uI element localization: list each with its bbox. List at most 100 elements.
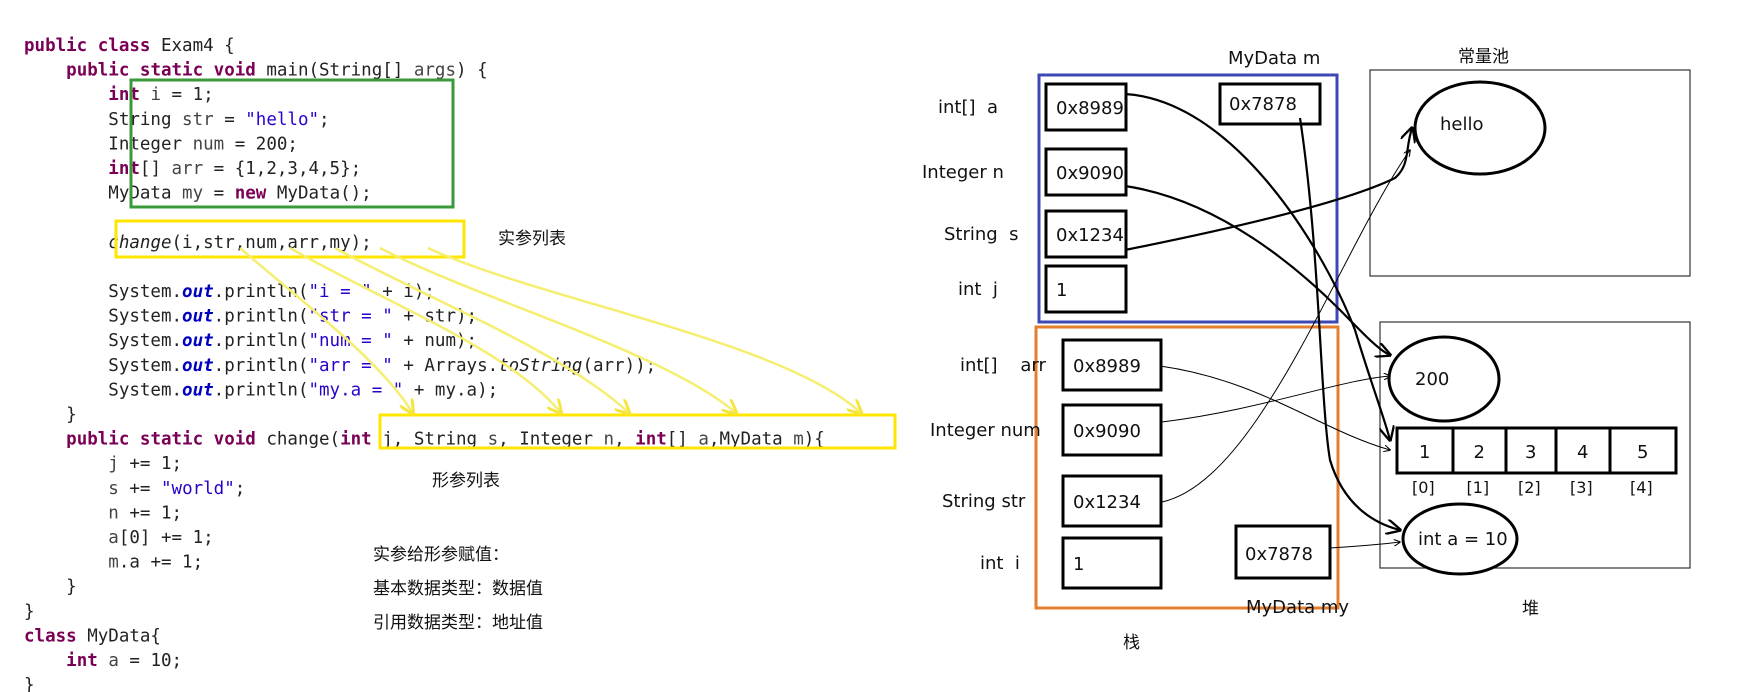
code-token: int	[108, 159, 140, 179]
code-token: out	[182, 282, 214, 302]
code-token	[24, 430, 66, 450]
hello-string-value: hello	[1440, 114, 1484, 135]
code-token: =	[203, 184, 235, 204]
code-token: int	[635, 430, 667, 450]
code-line: }	[24, 602, 35, 622]
code-token: System.	[24, 307, 182, 327]
ref-arr-to-array	[1159, 365, 1390, 450]
stack-cell-value: 0x9090	[1073, 421, 1141, 442]
formal-params-label: 形参列表	[432, 471, 500, 491]
code-token: out	[182, 380, 214, 400]
code-token: ){	[804, 430, 825, 450]
heap-box	[1379, 321, 1691, 569]
code-token: a	[698, 430, 709, 450]
java-code-block: public class Exam4 { public static void …	[24, 36, 825, 692]
code-line: j += 1;	[24, 454, 182, 474]
stack-var-label: Integer num	[930, 420, 1041, 441]
stack-title: 栈	[1123, 633, 1140, 653]
array-cell	[1451, 426, 1508, 475]
init-vars-box	[129, 78, 455, 209]
code-token: ,MyData	[709, 430, 793, 450]
stack-cell-value: 0x8989	[1073, 356, 1141, 377]
code-token: System.	[24, 356, 182, 376]
stack-cell	[1061, 338, 1163, 392]
code-token: = 200;	[224, 134, 298, 154]
mydata-field-value: int a = 10	[1418, 529, 1508, 550]
code-token: i	[150, 85, 161, 105]
code-token: n	[108, 503, 119, 523]
array-cell	[1554, 426, 1612, 475]
code-token: out	[182, 331, 214, 351]
code-token: }	[24, 405, 77, 425]
code-token	[24, 159, 108, 179]
stack-var-label: Integer n	[922, 162, 1004, 183]
change-m-value: 0x7878	[1229, 94, 1297, 115]
code-token: =	[214, 110, 246, 130]
code-line: a[0] += 1;	[24, 528, 214, 548]
code-token: my	[182, 184, 203, 204]
arrow-my-to-m	[427, 246, 860, 412]
stack-cell-value: 1	[1056, 280, 1067, 301]
main-my-value: 0x7878	[1245, 544, 1313, 565]
code-token: System.	[24, 380, 182, 400]
code-token	[24, 233, 108, 253]
code-token	[24, 61, 66, 81]
note-title: 实参给形参赋值：	[373, 545, 509, 565]
code-token: }	[24, 676, 35, 692]
code-token	[24, 528, 108, 548]
code-token: "hello"	[245, 110, 319, 130]
code-token	[24, 553, 108, 573]
code-token: []	[140, 159, 172, 179]
array-cell-value: 2	[1474, 442, 1485, 463]
integer-value: 200	[1415, 369, 1449, 390]
code-token: "world"	[161, 479, 235, 499]
code-token: , Integer	[498, 430, 603, 450]
arrow-str-to-s	[289, 246, 560, 412]
code-token: }	[24, 577, 77, 597]
code-token: .println(	[214, 307, 309, 327]
code-token: System.	[24, 331, 182, 351]
code-token	[24, 479, 108, 499]
code-token: new	[235, 184, 277, 204]
code-token: String	[24, 110, 182, 130]
code-token: num	[193, 134, 225, 154]
code-token: int	[340, 430, 382, 450]
mydata-my-label: MyData my	[1246, 597, 1349, 618]
code-line: change(i,str,num,arr,my);	[24, 233, 372, 253]
array-cell-value: 1	[1419, 442, 1430, 463]
code-line: public static void change(int j, String …	[24, 430, 825, 450]
code-token: }	[24, 602, 35, 622]
actual-params-label: 实参列表	[498, 229, 566, 249]
arrow-i-to-j	[239, 247, 412, 412]
main-frame	[1034, 325, 1340, 610]
code-token: Exam4 {	[161, 36, 235, 56]
ref-a-to-array	[1124, 92, 1390, 440]
code-token: a	[108, 651, 119, 671]
code-token: = 10;	[119, 651, 182, 671]
code-token: m	[108, 553, 119, 573]
code-token: arr	[172, 159, 204, 179]
ref-m-to-mydata	[1298, 117, 1400, 530]
array-cell-value: 4	[1577, 442, 1588, 463]
code-token: public class	[24, 36, 161, 56]
code-token: n	[604, 430, 615, 450]
code-token: + i);	[372, 282, 435, 302]
code-token: j, String	[382, 430, 487, 450]
code-token: toString	[498, 356, 582, 376]
code-line: }	[24, 676, 35, 692]
code-token: +=	[119, 479, 161, 499]
code-token: .println(	[214, 356, 309, 376]
code-token	[24, 503, 108, 523]
array-index-label: [2]	[1518, 478, 1541, 497]
code-token: += 1;	[119, 454, 182, 474]
code-line: public static void main(String[] args) {	[24, 61, 488, 81]
code-token: s	[488, 430, 499, 450]
code-line: class MyData{	[24, 626, 161, 646]
code-line: int[] arr = {1,2,3,4,5};	[24, 159, 361, 179]
code-token: out	[182, 307, 214, 327]
stack-cell	[1044, 147, 1128, 197]
code-line: String str = "hello";	[24, 110, 330, 130]
change-m-cell	[1218, 82, 1322, 126]
code-line: System.out.println("my.a = " + my.a);	[24, 380, 498, 400]
stack-var-label: int[] a	[938, 97, 998, 118]
